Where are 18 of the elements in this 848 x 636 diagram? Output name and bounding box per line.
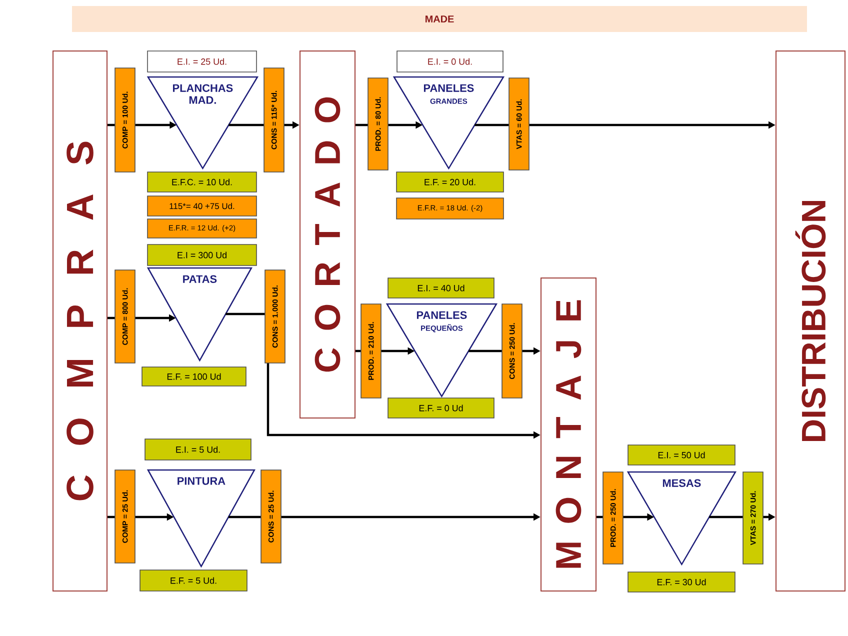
stock-label: E.F. = 30 Ud xyxy=(628,572,736,592)
stage-box: M O N T A J E xyxy=(540,278,596,592)
stock-label: E.F. = 20 Ud. xyxy=(396,172,504,192)
title-band: MADE xyxy=(72,6,807,32)
stock-label: E.F. = 100 Ud xyxy=(142,366,246,386)
stage-box: DISTRIBUCIÓN xyxy=(776,50,846,592)
stock-label: E.I. = 50 Ud xyxy=(628,444,736,466)
stock-label: E.F. = 5 Ud. xyxy=(140,570,248,592)
stock-label: E.I. = 5 Ud. xyxy=(144,438,252,460)
stock-label: E.I. = 40 Ud xyxy=(388,278,494,298)
stage-box: C O R T A D O xyxy=(300,50,356,418)
stage-box: C O M P R A S xyxy=(52,50,108,592)
stock-label: E.I = 300 Ud xyxy=(147,244,257,266)
stock-label: E.F. = 0 Ud xyxy=(388,398,494,418)
stock-label: 115*= 40 +75 Ud. xyxy=(147,196,257,216)
stock-label: E.I. = 0 Ud. xyxy=(396,50,504,72)
stock-label: E.I. = 25 Ud. xyxy=(147,50,257,72)
stock-label: E.F.C. = 10 Ud. xyxy=(147,172,257,192)
